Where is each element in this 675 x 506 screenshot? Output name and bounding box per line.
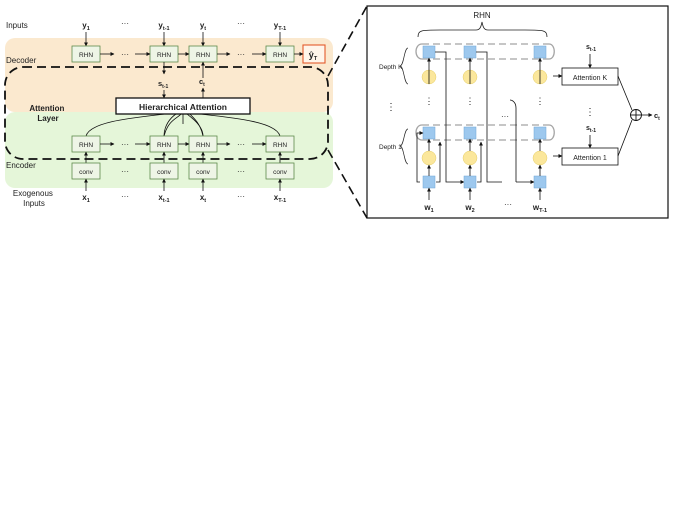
exogenous-label-line2: Inputs <box>23 199 45 208</box>
input-x-1: x1 <box>82 193 90 204</box>
rhn-brace-label: RHN <box>473 11 491 20</box>
svg-text:RHN: RHN <box>79 142 93 149</box>
svg-text:RHN: RHN <box>157 142 171 149</box>
ellipsis-right-bottom: ··· <box>504 200 512 209</box>
input-y-t-minus-1: yt-1 <box>158 21 169 32</box>
encoder-rhn-T-minus-1: RHN <box>265 135 295 153</box>
context-c-t-right: ct <box>654 111 660 122</box>
svg-text:⋮: ⋮ <box>466 96 475 106</box>
ellipsis-encoder-2: ··· <box>237 140 245 149</box>
ellipsis-decoder-2: ··· <box>237 50 245 59</box>
svg-text:RHN: RHN <box>196 142 210 149</box>
zoom-connector-top <box>327 5 368 77</box>
ellipsis-encoder-1: ··· <box>121 140 129 149</box>
encoder-rhn-t-minus-1: RHN <box>149 135 179 153</box>
rhn-brace <box>417 21 548 38</box>
input-w-T-minus-1: wT-1 <box>532 203 547 214</box>
ellipsis-conv-1: ··· <box>121 167 129 176</box>
exogenous-inputs-label: Exogenous Inputs <box>13 189 55 208</box>
svg-text:conv: conv <box>273 169 287 176</box>
conv-t: conv <box>188 162 218 180</box>
input-y-T-minus-1: yT-1 <box>274 21 286 32</box>
svg-text:RHN: RHN <box>157 52 171 59</box>
conv-1: conv <box>71 162 101 180</box>
input-x-T-minus-1: xT-1 <box>274 193 286 204</box>
decoder-label: Decoder <box>6 56 37 65</box>
input-x-t-minus-1: xt-1 <box>158 193 169 204</box>
attention-layer-label-line2: Layer <box>37 114 58 123</box>
ellipsis-x-2: ··· <box>237 192 245 201</box>
svg-text:RHN: RHN <box>196 52 210 59</box>
input-y-1: y1 <box>82 21 90 32</box>
ellipsis-y-2: ··· <box>237 19 245 28</box>
attention-layer-label-line1: Attention <box>29 104 64 113</box>
context-c-t: ct <box>199 77 205 88</box>
depth-k-label: Depth K <box>379 64 403 71</box>
svg-text:conv: conv <box>157 169 171 176</box>
svg-text:Hierarchical Attention: Hierarchical Attention <box>139 102 227 112</box>
state-s-1: st-1 <box>586 125 596 134</box>
svg-text:RHN: RHN <box>273 52 287 59</box>
right-detail-panel: RHN Depth K Depth 1 ⋮ ⋮ <box>366 5 669 219</box>
decoder-rhn-t-minus-1: RHN <box>149 45 179 63</box>
left-architecture-panel: Inputs Decoder Encoder Attention Layer E… <box>4 19 333 208</box>
conv-t-minus-1: conv <box>149 162 179 180</box>
attention-layer-label: Attention Layer <box>29 104 66 123</box>
zoom-connector-bottom <box>327 149 368 219</box>
input-w-2: w2 <box>464 203 474 214</box>
input-y-t: yt <box>200 21 206 32</box>
attention-k-box: Attention K <box>561 67 619 86</box>
encoder-label: Encoder <box>6 161 36 170</box>
encoder-rhn-t: RHN <box>188 135 218 153</box>
svg-text:ŷT: ŷT <box>309 50 318 62</box>
input-w-1: w1 <box>423 203 433 214</box>
sum-node <box>630 109 642 121</box>
inputs-label: Inputs <box>6 21 28 30</box>
decoder-rhn-T-minus-1: RHN <box>265 45 295 63</box>
ellipsis-x-1: ··· <box>121 192 129 201</box>
svg-text:conv: conv <box>196 169 210 176</box>
encoder-to-attention-links <box>85 113 281 137</box>
hierarchical-attention-box: Hierarchical Attention <box>115 97 251 115</box>
attention-layer-boundary <box>4 66 329 160</box>
state-s-t-minus-1: st-1 <box>158 79 169 90</box>
exogenous-label-line1: Exogenous <box>13 189 53 198</box>
ellipsis-y-1: ··· <box>121 19 129 28</box>
svg-text:⋮: ⋮ <box>536 96 545 106</box>
svg-text:Attention 1: Attention 1 <box>573 155 607 162</box>
depth-1-label: Depth 1 <box>379 144 402 151</box>
input-x-t: xt <box>200 193 206 204</box>
ellipsis-decoder-1: ··· <box>121 50 129 59</box>
svg-text:Attention K: Attention K <box>573 75 608 82</box>
svg-text:RHN: RHN <box>273 142 287 149</box>
rhn-column-2: ⋮ <box>462 45 502 189</box>
detail-frame <box>366 5 669 219</box>
decoder-rhn-t: RHN <box>188 45 218 63</box>
decoder-rhn-1: RHN <box>71 45 101 63</box>
svg-text:RHN: RHN <box>79 52 93 59</box>
vdots-left: ⋮ <box>386 102 396 113</box>
attention-1-box: Attention 1 <box>561 147 619 166</box>
output-y-hat: ŷT <box>302 44 326 64</box>
state-s-k: st-1 <box>586 44 596 53</box>
ellipsis-right-mid: ··· <box>501 112 509 121</box>
conv-T-minus-1: conv <box>265 162 295 180</box>
ellipsis-conv-2: ··· <box>237 167 245 176</box>
svg-text:conv: conv <box>79 169 93 176</box>
rhn-column-1: ⋮ <box>416 45 465 189</box>
vdots-attention: ⋮ <box>585 107 595 118</box>
svg-text:⋮: ⋮ <box>425 96 434 106</box>
encoder-rhn-1: RHN <box>71 135 101 153</box>
